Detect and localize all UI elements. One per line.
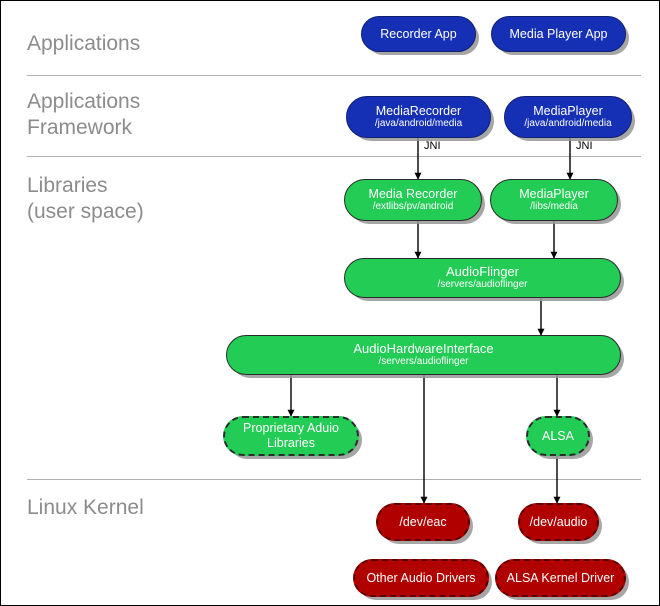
node-subtitle: /servers/audioflinger <box>378 356 469 367</box>
node-dev-eac[interactable]: /dev/eac <box>376 503 470 541</box>
node-title: /dev/eac <box>399 515 447 529</box>
node-audiohardwareinterface[interactable]: AudioHardwareInterface /servers/audiofli… <box>226 335 621 375</box>
node-alsa-kernel-driver[interactable]: ALSA Kernel Driver <box>495 559 626 597</box>
node-title: /dev/audio <box>529 515 588 529</box>
section-label-libraries: Libraries (user space) <box>27 174 144 223</box>
node-subtitle: /java/android/media <box>524 118 612 129</box>
node-recorder-app[interactable]: Recorder App <box>361 16 476 52</box>
node-subtitle: /extlibs/pv/android <box>372 201 454 212</box>
node-audioflinger[interactable]: AudioFlinger /servers/audioflinger <box>344 258 621 298</box>
node-media-recorder-lib[interactable]: Media Recorder /extlibs/pv/android <box>344 179 482 221</box>
node-title: MediaPlayer <box>533 104 603 118</box>
node-mediaplayer-framework[interactable]: MediaPlayer /java/android/media <box>504 96 632 138</box>
node-title: Recorder App <box>380 27 457 41</box>
node-proprietary-audio-libraries[interactable]: Proprietary Aduio Libraries <box>223 416 359 456</box>
edge-label-jni-player: JNI <box>576 140 593 152</box>
section-label-linux-kernel: Linux Kernel <box>27 496 144 519</box>
edge-label-jni-recorder: JNI <box>424 140 441 152</box>
divider-applications <box>27 75 641 76</box>
node-dev-audio[interactable]: /dev/audio <box>518 503 599 541</box>
divider-linux-kernel <box>27 479 641 480</box>
node-mediaplayer-lib[interactable]: MediaPlayer /libs/media <box>490 179 618 221</box>
node-title: AudioFlinger <box>446 264 519 279</box>
divider-framework <box>27 156 641 157</box>
node-subtitle: /servers/audioflinger <box>437 279 528 290</box>
node-alsa[interactable]: ALSA <box>526 416 590 456</box>
node-title: Proprietary Aduio Libraries <box>243 421 339 450</box>
node-title: MediaPlayer <box>519 187 589 201</box>
node-title: AudioHardwareInterface <box>353 341 494 356</box>
node-title: ALSA Kernel Driver <box>506 571 615 585</box>
node-media-player-app[interactable]: Media Player App <box>491 16 626 52</box>
node-title: Other Audio Drivers <box>366 571 476 585</box>
node-subtitle: /libs/media <box>530 201 578 212</box>
node-title: MediaRecorder <box>375 104 462 118</box>
node-title: Media Player App <box>509 27 608 41</box>
section-label-applications: Applications <box>27 32 141 55</box>
node-subtitle: /java/android/media <box>374 118 463 129</box>
node-other-audio-drivers[interactable]: Other Audio Drivers <box>353 559 489 597</box>
node-mediarecorder-framework[interactable]: MediaRecorder /java/android/media <box>346 96 491 138</box>
node-title: ALSA <box>542 429 574 443</box>
node-title: Media Recorder <box>368 187 458 201</box>
section-label-applications-framework: Applications Framework <box>27 90 141 139</box>
